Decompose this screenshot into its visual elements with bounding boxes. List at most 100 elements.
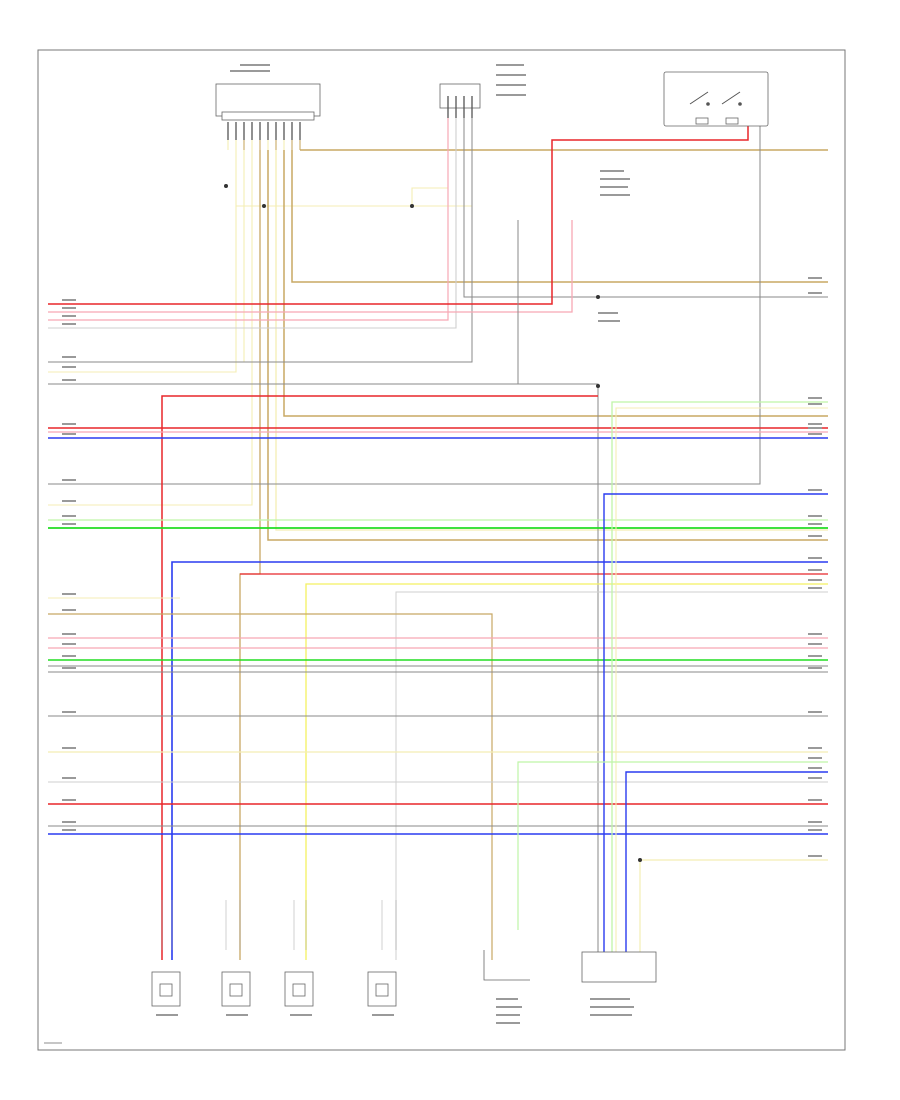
wire-label-mark [808, 489, 822, 491]
wire-label-mark [62, 299, 76, 301]
wire [235, 150, 412, 207]
wire-label-mark [62, 515, 76, 517]
wire-label-mark [808, 427, 822, 429]
wire-label-mark [62, 379, 76, 381]
switch-icon [689, 91, 741, 105]
wire-label-mark [240, 64, 270, 66]
wire [161, 395, 598, 960]
connector-icon [695, 117, 709, 125]
wire-label-mark [496, 1014, 520, 1016]
wire-label-mark [62, 500, 76, 502]
label-layer [62, 64, 822, 1024]
wire-label-mark [496, 74, 526, 76]
wire-label-mark [808, 711, 822, 713]
sensor-icon [375, 983, 389, 997]
wire [48, 150, 253, 506]
sensor-icon [159, 983, 173, 997]
wire-label-mark [808, 277, 822, 279]
wire [171, 561, 828, 960]
wire-label-mark [62, 423, 76, 425]
splice-icon [262, 204, 266, 208]
wire-label-mark [808, 767, 822, 769]
wire-label-mark [62, 523, 76, 525]
wire [517, 761, 828, 930]
wire-label-mark [496, 64, 524, 66]
wire [48, 220, 573, 313]
splice-icon [638, 858, 642, 862]
wire-layer [48, 118, 828, 960]
wire [267, 150, 828, 541]
wire-label-mark [808, 855, 822, 857]
wire-label-mark [496, 1022, 520, 1024]
wire-label-mark [808, 569, 822, 571]
wire-label-mark [496, 94, 526, 96]
wire-label-mark [590, 998, 630, 1000]
wire-label-mark [62, 479, 76, 481]
wire [48, 118, 473, 363]
wire-label-mark [62, 593, 76, 595]
wire-label-mark [808, 397, 822, 399]
wire-label-mark [590, 1006, 634, 1008]
connector-icon [215, 83, 321, 117]
connector-icon [725, 117, 739, 125]
connector-icon [221, 111, 315, 121]
wire [48, 206, 237, 373]
splice-icon [596, 295, 600, 299]
wire-label-mark [808, 423, 822, 425]
wire-label-mark [600, 178, 630, 180]
wire-label-mark [62, 667, 76, 669]
wire-label-mark [808, 535, 822, 537]
wire [48, 118, 449, 321]
wire-label-mark [62, 307, 76, 309]
wire-label-mark [600, 170, 624, 172]
wire-label-mark [62, 655, 76, 657]
wire-label-mark [808, 655, 822, 657]
wire [283, 150, 828, 417]
wire-label-mark [808, 667, 822, 669]
wire-label-mark [62, 609, 76, 611]
wire-label-mark [808, 829, 822, 831]
wire-label-mark [808, 292, 822, 294]
wire [48, 124, 749, 305]
wire [48, 118, 457, 329]
wire-label-mark [62, 821, 76, 823]
wire-label-mark [808, 633, 822, 635]
wire-label-mark [62, 777, 76, 779]
splice-icon [706, 102, 710, 106]
switch-icon [663, 71, 769, 127]
wire-label-mark [62, 643, 76, 645]
wire [411, 187, 448, 206]
connector-pins [447, 96, 473, 118]
splice-icon [410, 204, 414, 208]
connector-icon [581, 951, 657, 983]
wire [48, 124, 761, 485]
wire-label-mark [808, 557, 822, 559]
wire-label-mark [62, 829, 76, 831]
wire-label-mark [496, 998, 518, 1000]
wire-label-mark [62, 799, 76, 801]
wire-label-mark [808, 523, 822, 525]
wire [611, 401, 828, 960]
component-layer [44, 71, 769, 1044]
wire-label-mark [808, 747, 822, 749]
wire-label-mark [62, 711, 76, 713]
wire [603, 493, 828, 960]
wire [625, 771, 828, 960]
wire-label-mark [230, 70, 270, 72]
sensor-icon [284, 971, 314, 1007]
wire-label-mark [62, 356, 76, 358]
connector-icon [483, 950, 530, 981]
wire-label-mark [496, 1006, 522, 1008]
wire-label-mark [156, 1014, 178, 1016]
wire-label-mark [496, 84, 526, 86]
wire [639, 859, 828, 960]
wire [463, 118, 828, 298]
splice-icon [224, 184, 228, 188]
wire [48, 150, 245, 363]
wire-label-mark [600, 194, 630, 196]
wire [275, 150, 828, 531]
wire-label-mark [62, 366, 76, 368]
wire-label-mark [808, 757, 822, 759]
wire-label-mark [808, 515, 822, 517]
